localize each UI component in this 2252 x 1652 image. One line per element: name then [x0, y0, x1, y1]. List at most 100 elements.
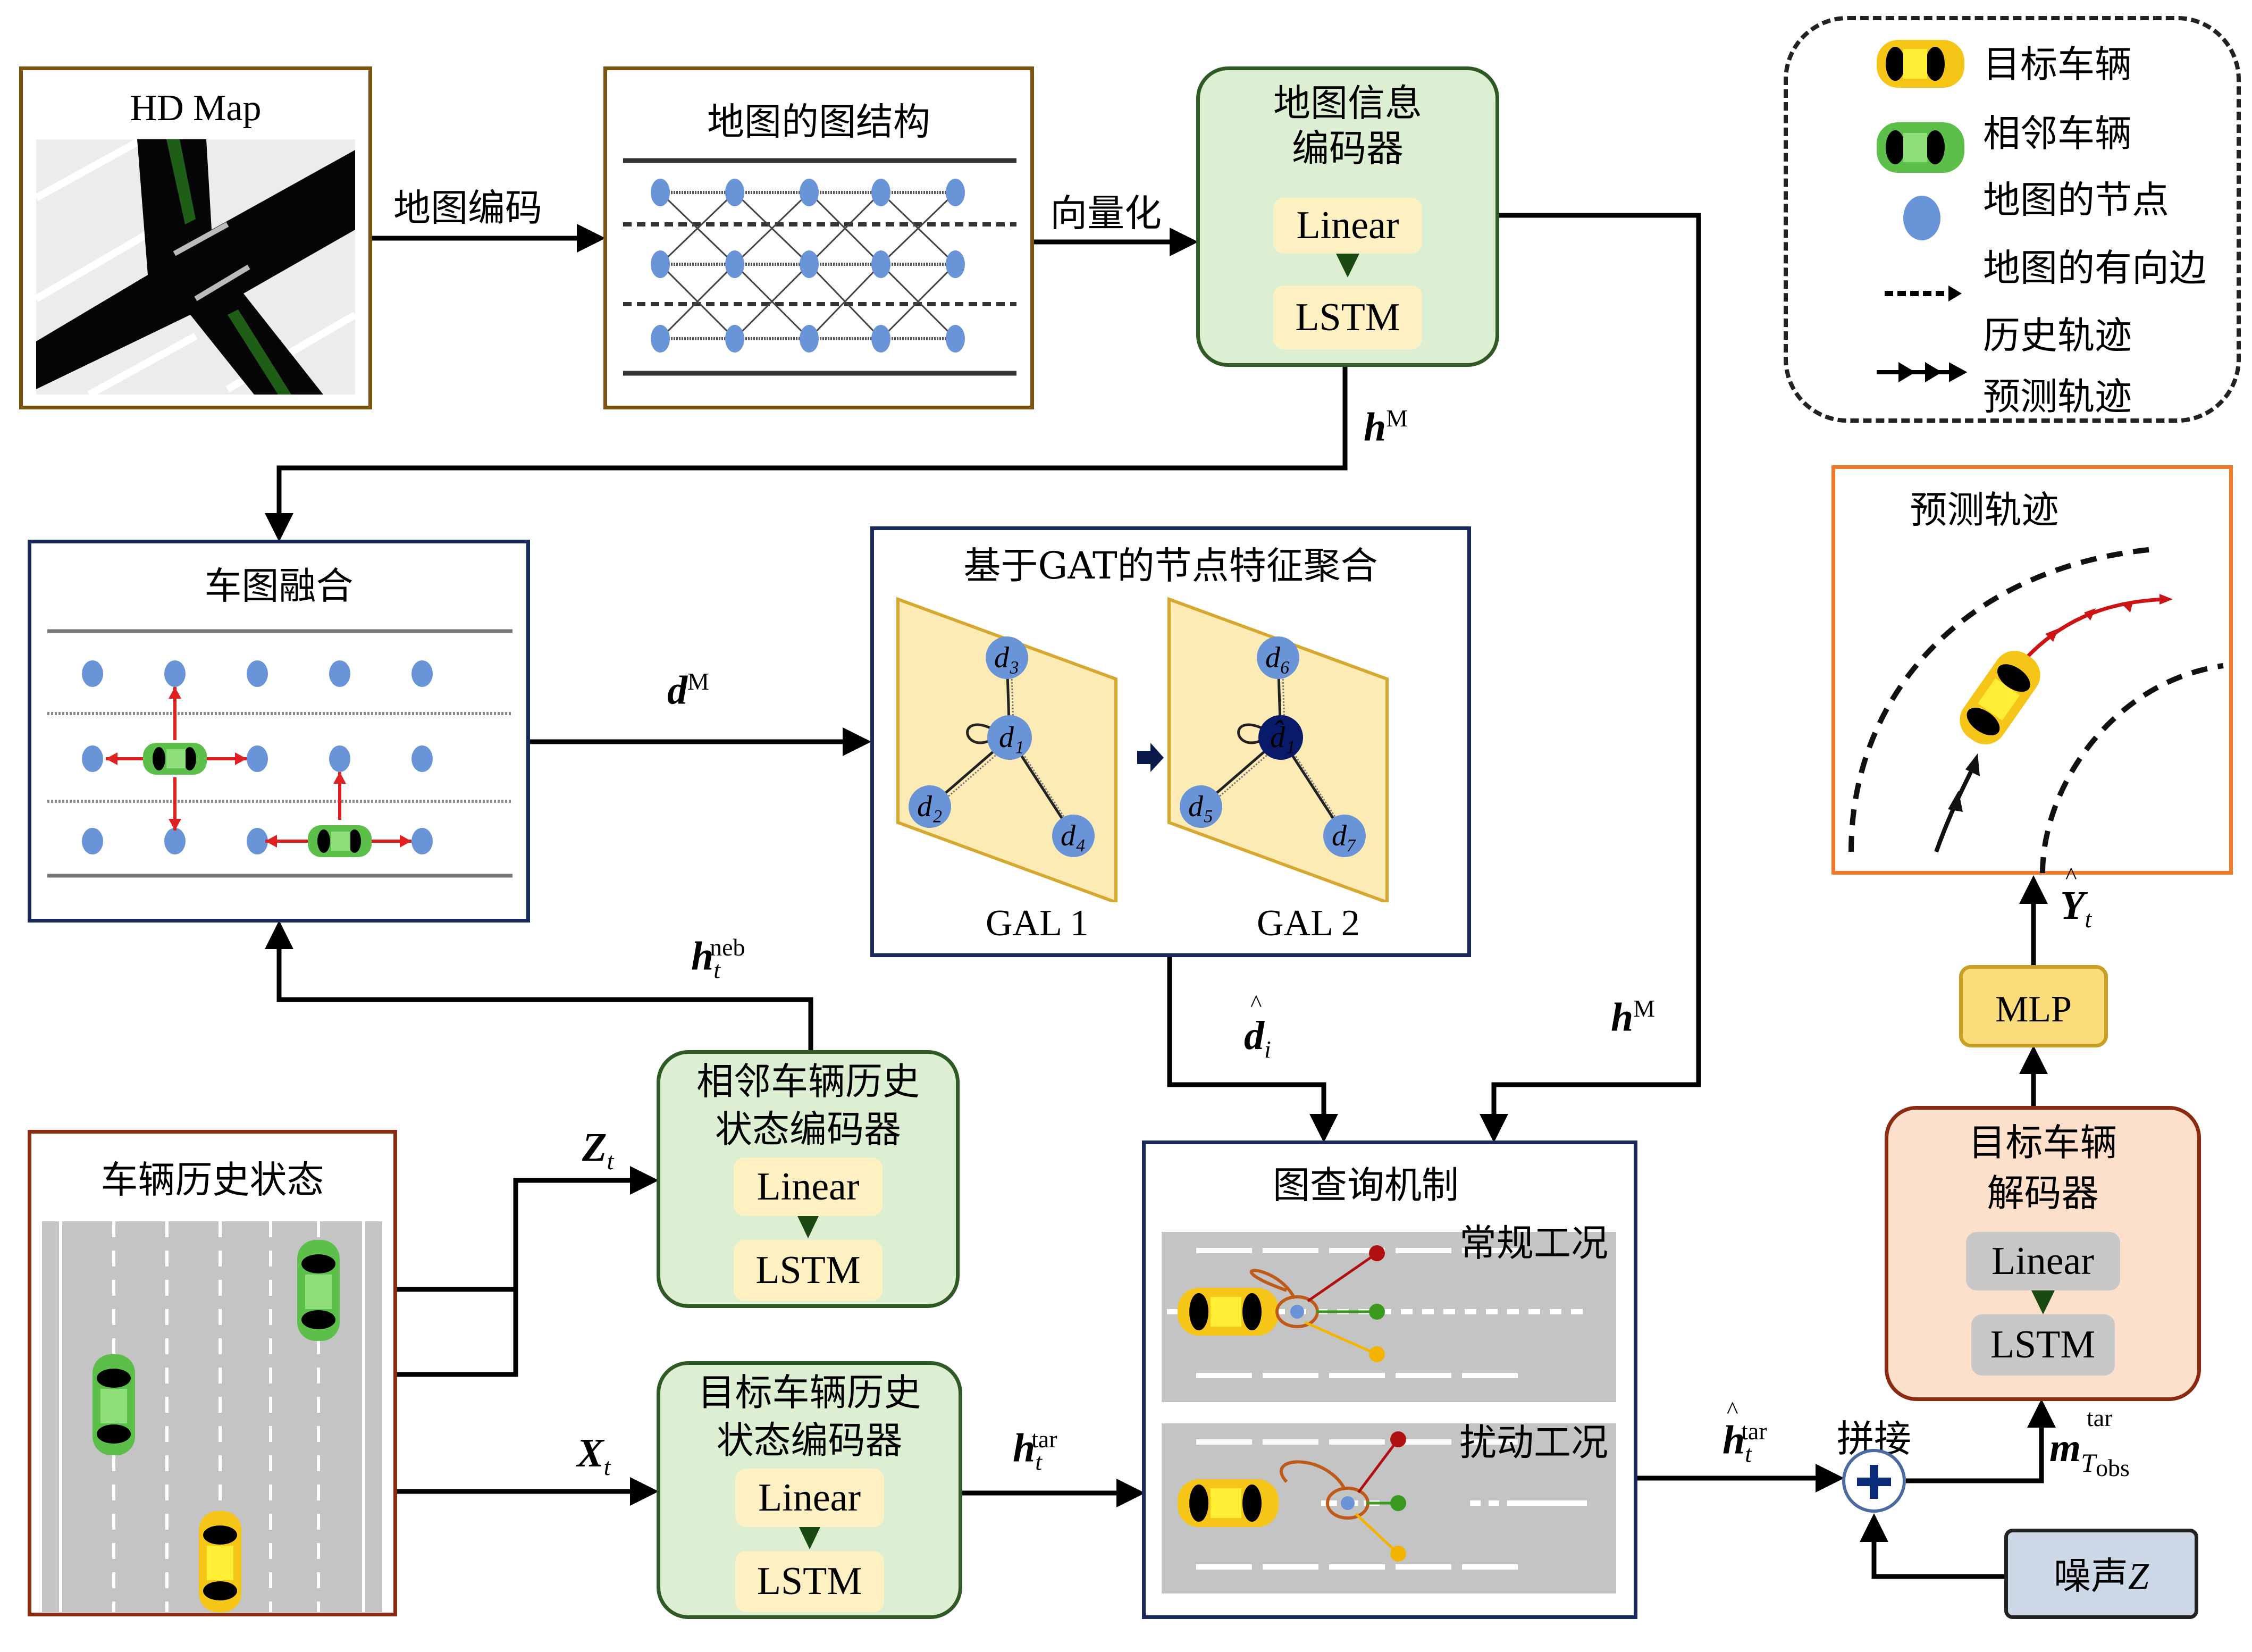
graph-edge	[734, 191, 810, 265]
green-car-icon	[297, 1240, 340, 1341]
target-encoder-title-2: 状态编码器	[716, 1419, 903, 1462]
black-arrow-chain-icon	[1877, 362, 1968, 383]
map-node	[247, 745, 268, 772]
graph-node	[946, 325, 965, 353]
blue-node-icon	[1903, 196, 1940, 240]
graph-edge	[659, 191, 736, 265]
neighbor-node-label: d₆	[1265, 641, 1290, 674]
green-car-icon	[143, 743, 207, 775]
candidate-node-yellow	[1369, 1346, 1385, 1362]
neighbor-encoder-linear: Linear	[734, 1158, 883, 1216]
history-title: 车辆历史状态	[100, 1158, 324, 1202]
map-encoder-linear: Linear	[1273, 198, 1422, 254]
dashed-arrow-icon	[1885, 286, 1962, 301]
center-node	[1258, 715, 1303, 760]
neighbor-encoder: 相邻车辆历史 状态编码器 Linear LSTM	[657, 1050, 960, 1308]
graph-edge	[659, 263, 736, 340]
neighbor-encoder-lstm: LSTM	[734, 1240, 883, 1301]
edge-d-hat	[1167, 957, 1338, 1143]
graph-node	[871, 250, 890, 278]
map-encoder: 地图信息 编码器 Linear LSTM	[1196, 66, 1499, 367]
graph-edge	[880, 191, 956, 265]
query-title: 图查询机制	[1273, 1163, 1459, 1207]
neighbor-node-label: d₃	[994, 641, 1019, 674]
label-dM: dM	[667, 668, 709, 713]
map-node	[411, 745, 433, 772]
legend-neighbor-vehicle: 相邻车辆	[1983, 112, 2132, 155]
graph-node	[871, 179, 890, 206]
lane-boundary-outer	[1848, 546, 2160, 852]
decoder-block: 目标车辆 解码器 Linear LSTM	[1885, 1106, 2201, 1401]
query-arc	[1249, 1269, 1296, 1299]
map-encoder-lstm: LSTM	[1273, 286, 1422, 349]
map-node	[164, 828, 186, 854]
query-normal-label: 常规工况	[1459, 1221, 1608, 1265]
neighbor-node	[1257, 636, 1299, 679]
graph-edge	[808, 263, 882, 340]
hd-map-image	[36, 139, 355, 395]
map-node	[247, 828, 268, 854]
hd-map-panel: HD Map	[19, 66, 372, 409]
label-h-neb: htneb	[691, 934, 745, 984]
green-car-icon	[1877, 122, 1964, 173]
map-graph-title: 地图的图结构	[707, 100, 930, 144]
graph-edge	[880, 263, 956, 340]
neighbor-node	[909, 785, 951, 828]
label-hM-top: hM	[1364, 405, 1408, 450]
history-panel: 车辆历史状态	[28, 1130, 397, 1616]
lane-boundary-inner	[2040, 663, 2224, 873]
neighbor-encoder-title-2: 状态编码器	[715, 1108, 901, 1151]
query-node	[1290, 1305, 1304, 1319]
neighbor-node-label: d₄	[1061, 819, 1086, 852]
decoder-linear: Linear	[1965, 1232, 2120, 1290]
label-map-encode: 地图编码	[393, 186, 542, 230]
candidate-node-green	[1390, 1495, 1406, 1511]
candidate-node-yellow	[1390, 1546, 1406, 1562]
map-graph-panel: 地图的图结构	[603, 66, 1034, 409]
graph-node	[725, 250, 744, 278]
map-node	[82, 660, 103, 687]
arrowhead	[169, 687, 181, 699]
map-node	[329, 660, 350, 687]
map-node	[82, 745, 103, 772]
arrowhead	[333, 772, 346, 784]
arrowhead	[235, 752, 247, 765]
fusion-panel: 车图融合	[28, 540, 530, 923]
edge-noise	[1860, 1513, 2004, 1579]
arrowhead	[169, 819, 181, 831]
mlp-block: MLP	[1959, 965, 2108, 1047]
target-encoder-title-1: 目标车辆历史	[698, 1371, 921, 1414]
graph-node	[946, 179, 965, 206]
graph-edge	[734, 263, 810, 340]
noise-label: 噪声Z	[2054, 1554, 2149, 1598]
gal2-label: GAL 2	[1257, 903, 1360, 944]
label-h-tar-hat: ^httar	[1722, 1396, 1767, 1467]
label-d-hat: ^di	[1244, 989, 1271, 1063]
legend-icons	[1877, 40, 1968, 383]
mlp-label: MLP	[1995, 989, 2072, 1030]
neighbor-node	[1180, 785, 1222, 828]
center-node-label: d₁	[999, 721, 1024, 754]
query-drawing	[1162, 1232, 1616, 1594]
map-graph-drawing	[623, 158, 1016, 376]
noise-block: 噪声Z	[2004, 1529, 2198, 1619]
label-Xt: Xt	[577, 1431, 611, 1481]
candidate-node-red	[1369, 1245, 1385, 1261]
decoder-title-2: 解码器	[1987, 1171, 2099, 1215]
right-arrow-icon	[1137, 743, 1164, 772]
neighbor-node	[1052, 815, 1095, 857]
self-loop	[1237, 723, 1266, 744]
edge-m-tar	[1906, 1399, 2056, 1483]
label-h-tar: httar	[1013, 1425, 1057, 1475]
graph-node	[651, 179, 670, 206]
query-node	[1341, 1496, 1355, 1510]
graph-node	[800, 179, 819, 206]
target-car-icon	[1178, 1479, 1279, 1527]
target-encoder-linear: Linear	[735, 1469, 884, 1527]
arrowhead	[400, 835, 411, 848]
map-node	[411, 660, 433, 687]
predicted-trajectory	[2022, 597, 2165, 662]
